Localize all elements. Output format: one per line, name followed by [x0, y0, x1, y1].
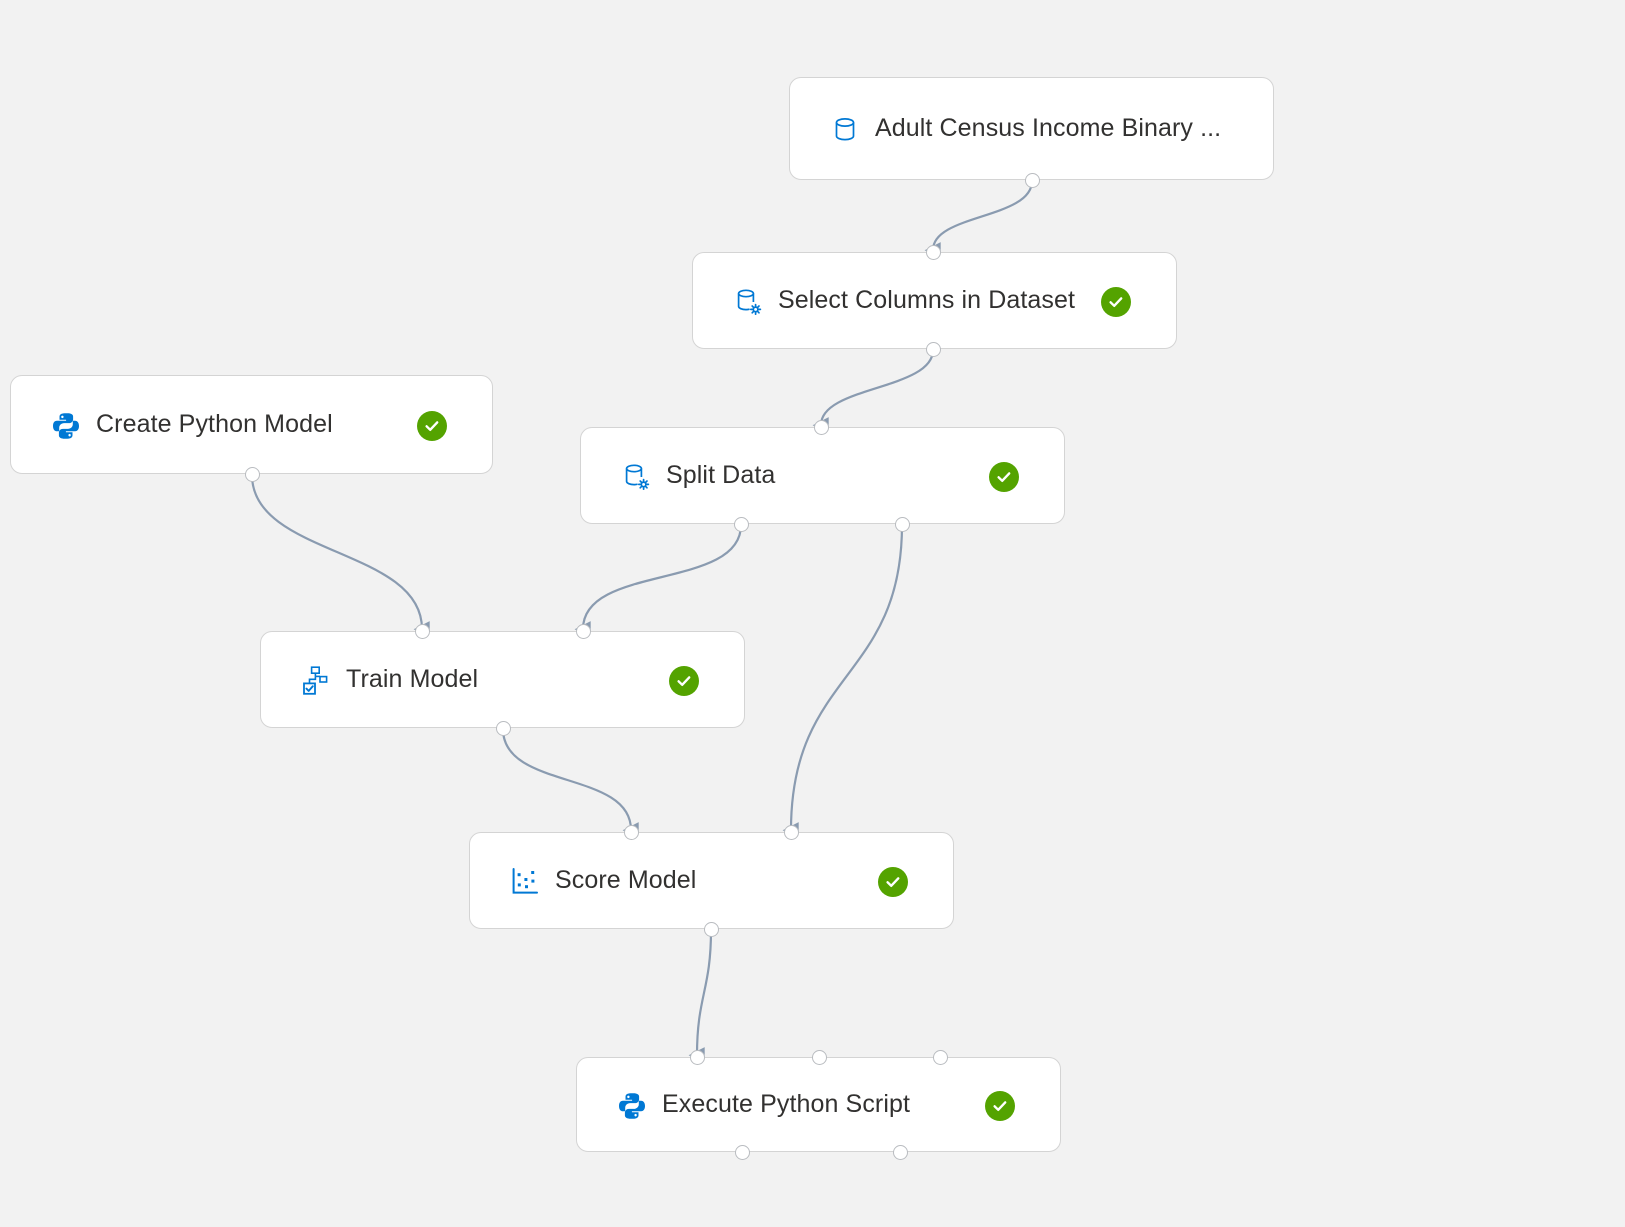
node-train-model[interactable]: Train Model	[260, 631, 745, 728]
dataset-cylinder-icon	[828, 113, 862, 147]
input-port[interactable]	[811, 1049, 827, 1065]
status-badge-success	[989, 461, 1019, 492]
check-glyph	[1109, 296, 1123, 307]
node-score-model[interactable]: Score Model	[469, 832, 954, 929]
input-port[interactable]	[925, 244, 941, 260]
node-title: Adult Census Income Binary ...	[875, 113, 1222, 142]
node-title: Train Model	[346, 664, 479, 693]
input-port[interactable]	[575, 623, 591, 639]
node-title: Score Model	[555, 865, 697, 894]
status-badge-success	[878, 866, 908, 897]
output-port[interactable]	[495, 720, 511, 736]
edge-split-data-to-train-model[interactable]	[574, 524, 743, 638]
edge-train-model-to-score-model[interactable]	[501, 728, 639, 839]
edge-select-columns-to-split-data[interactable]	[812, 349, 935, 434]
input-port[interactable]	[813, 419, 829, 435]
input-port[interactable]	[689, 1049, 705, 1065]
status-badge-success	[417, 410, 447, 441]
input-port[interactable]	[932, 1049, 948, 1065]
input-port[interactable]	[414, 623, 430, 639]
input-port[interactable]	[783, 824, 799, 840]
node-create-python-model[interactable]: Create Python Model	[10, 375, 493, 474]
score-model-icon	[508, 865, 542, 899]
node-title: Execute Python Script	[662, 1089, 911, 1118]
edge-score-model-to-execute-python-script[interactable]	[688, 929, 713, 1064]
output-port[interactable]	[703, 921, 719, 937]
edge-split-data-to-score-model[interactable]	[782, 524, 904, 839]
node-adult-census-income-binary[interactable]: Adult Census Income Binary ...	[789, 77, 1274, 180]
status-badge-success	[669, 665, 699, 696]
output-port[interactable]	[892, 1144, 908, 1160]
dataset-settings-icon	[619, 460, 655, 496]
node-title: Split Data	[666, 460, 776, 489]
output-port[interactable]	[894, 516, 910, 532]
output-port[interactable]	[734, 1144, 750, 1160]
output-port[interactable]	[925, 341, 941, 357]
output-port[interactable]	[1024, 172, 1040, 188]
edge-dataset-to-select-columns[interactable]	[924, 180, 1034, 259]
input-port[interactable]	[623, 824, 639, 840]
node-execute-python-script[interactable]: Execute Python Script	[576, 1057, 1061, 1152]
node-split-data[interactable]: Split Data	[580, 427, 1065, 524]
check-glyph	[425, 420, 439, 431]
train-model-icon	[299, 664, 333, 698]
status-badge-success	[1101, 286, 1131, 317]
node-title: Create Python Model	[96, 409, 333, 438]
node-title: Select Columns in Dataset	[778, 285, 1076, 314]
check-glyph	[997, 471, 1011, 482]
dataset-settings-icon	[731, 285, 767, 321]
output-port[interactable]	[733, 516, 749, 532]
check-glyph	[886, 876, 900, 887]
python-icon	[49, 409, 83, 443]
node-select-columns-in-dataset[interactable]: Select Columns in Dataset	[692, 252, 1177, 349]
output-port[interactable]	[244, 466, 260, 482]
check-glyph	[677, 675, 691, 686]
edge-create-python-model-to-train-model[interactable]	[250, 474, 430, 638]
check-glyph	[993, 1100, 1007, 1111]
python-icon	[615, 1089, 649, 1123]
status-badge-success	[985, 1090, 1015, 1121]
